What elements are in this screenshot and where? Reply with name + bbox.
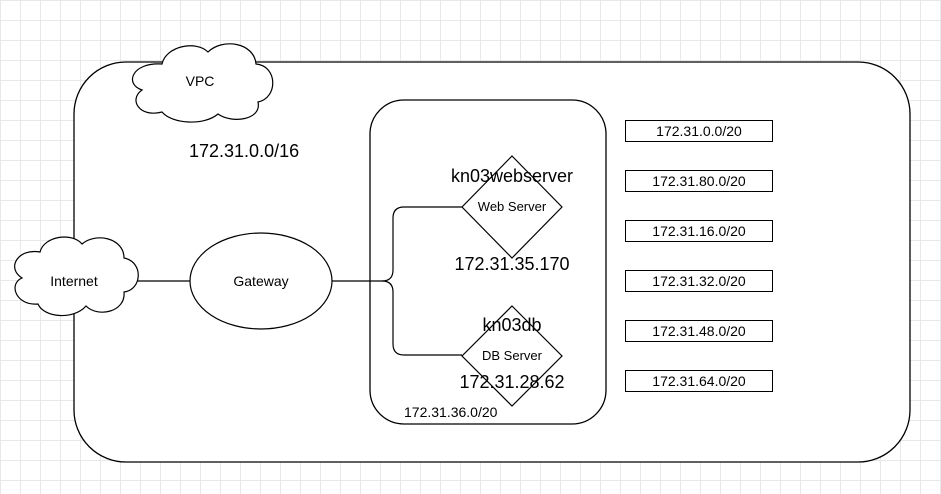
subnet-box: 172.31.32.0/20 bbox=[625, 270, 773, 292]
subnet-box: 172.31.48.0/20 bbox=[625, 320, 773, 342]
db-server-hostname: kn03db bbox=[482, 315, 542, 335]
vpc-cloud bbox=[131, 43, 274, 123]
db-server-role: DB Server bbox=[482, 348, 542, 363]
db-server-ip: 172.31.28.62 bbox=[459, 372, 565, 392]
gateway-node bbox=[189, 232, 333, 330]
gateway-label: Gateway bbox=[233, 273, 289, 289]
web-server-hostname: kn03webserver bbox=[450, 166, 574, 186]
subnet-box: 172.31.16.0/20 bbox=[625, 220, 773, 242]
gateway-web-link bbox=[331, 206, 462, 282]
subnet-box: 172.31.0.0/20 bbox=[625, 120, 773, 142]
subnet-group-cidr: 172.31.36.0/20 bbox=[404, 404, 498, 420]
vpc-cidr: 172.31.0.0/16 bbox=[189, 141, 300, 161]
subnet-box: 172.31.64.0/20 bbox=[625, 370, 773, 392]
web-server-ip: 172.31.35.170 bbox=[454, 254, 570, 274]
subnet-group-container bbox=[369, 99, 607, 425]
web-server-node bbox=[461, 155, 563, 259]
web-server-role: Web Server bbox=[477, 199, 547, 214]
subnet-box: 172.31.80.0/20 bbox=[625, 170, 773, 192]
internet-cloud bbox=[14, 236, 139, 317]
db-server-node bbox=[461, 305, 563, 407]
internet-label: Internet bbox=[50, 273, 98, 289]
gateway-db-link bbox=[381, 280, 462, 356]
vpc-label: VPC bbox=[185, 73, 215, 89]
